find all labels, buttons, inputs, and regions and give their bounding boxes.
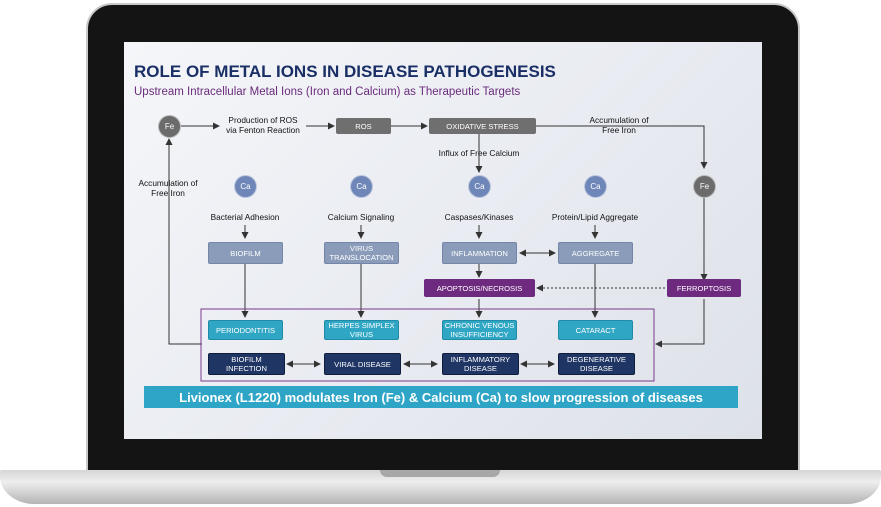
slide-title: ROLE OF METAL IONS IN DISEASE PATHOGENES… (134, 62, 556, 81)
chronic-venous-insufficiency-node: CHRONIC VENOUS INSUFFICIENCY (442, 320, 517, 340)
inflammatory-disease-node: INFLAMMATORY DISEASE (442, 353, 519, 375)
inflammation-node: INFLAMMATION (442, 242, 517, 264)
aggregate-node: AGGREGATE (558, 242, 633, 264)
biofilm-node: BIOFILM (208, 242, 283, 264)
ros-node: ROS (336, 118, 391, 134)
accumulation-free-iron-left-label: Accumulation of Free Iron (138, 178, 198, 198)
accumulation-free-iron-right-label: Accumulation of Free Iron (589, 115, 649, 135)
ca-ion-1: Ca (234, 175, 257, 198)
virus-translocation-node: VIRUS TRANSLOCATION (324, 242, 399, 264)
ros-production-label: Production of ROS via Fenton Reaction (226, 115, 300, 135)
herpes-simplex-virus-node: HERPES SIMPLEX VIRUS (324, 320, 399, 340)
calcium-signaling-label: Calcium Signaling (327, 212, 395, 222)
livionex-banner: Livionex (L1220) modulates Iron (Fe) & C… (144, 386, 738, 408)
ferroptosis-node: FERROPTOSIS (667, 279, 741, 297)
bacterial-adhesion-label: Bacterial Adhesion (210, 212, 280, 222)
laptop-notch (380, 470, 500, 477)
viral-disease-node: VIRAL DISEASE (324, 353, 401, 375)
laptop-screen: ROLE OF METAL IONS IN DISEASE PATHOGENES… (124, 42, 762, 439)
slide-subtitle: Upstream Intracellular Metal Ions (Iron … (134, 86, 521, 98)
oxidative-stress-node: OXIDATIVE STRESS (429, 118, 536, 134)
apoptosis-necrosis-node: APOPTOSIS/NECROSIS (424, 279, 535, 297)
ca-ion-3: Ca (468, 175, 491, 198)
fe-ion-right: Fe (693, 175, 716, 198)
influx-calcium-label: Influx of Free Calcium (438, 148, 520, 158)
biofilm-infection-node: BIOFILM INFECTION (208, 353, 285, 375)
fe-ion-top-left: Fe (158, 115, 181, 138)
ca-ion-4: Ca (584, 175, 607, 198)
protein-lipid-aggregate-label: Protein/Lipid Aggregate (551, 212, 639, 222)
ca-ion-2: Ca (350, 175, 373, 198)
degenerative-disease-node: DEGENERATIVE DISEASE (558, 353, 635, 375)
periodontitis-node: PERIODONTITIS (208, 320, 283, 340)
connector-lines (165, 122, 708, 382)
caspases-kinases-label: Caspases/Kinases (444, 212, 514, 222)
cataract-node: CATARACT (558, 320, 633, 340)
